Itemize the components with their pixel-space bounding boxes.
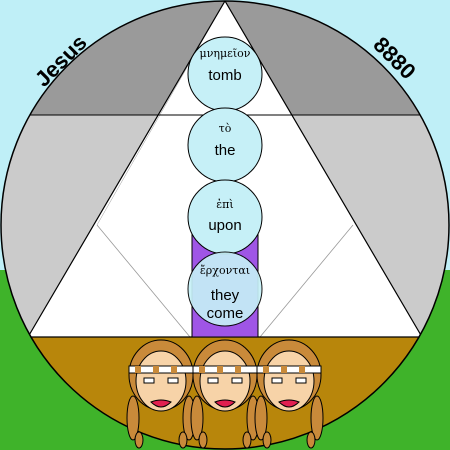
word-circle-3: ἐπὶ upon <box>187 179 263 255</box>
face-3 <box>254 339 324 449</box>
word-circle-2: τὸ the <box>187 107 263 183</box>
english-word-line-2: come <box>207 305 244 322</box>
english-word: upon <box>208 217 241 234</box>
english-word: tomb <box>208 67 241 84</box>
word-circle-1: μνημεῖον tomb <box>187 36 263 112</box>
faces-row <box>126 339 324 449</box>
english-word: the <box>215 142 236 159</box>
face-2 <box>190 339 260 449</box>
english-word-line-1: they <box>211 287 240 304</box>
greek-word: μνημεῖον <box>200 47 251 60</box>
greek-word: τὸ <box>219 122 232 135</box>
face-1 <box>126 339 196 449</box>
greek-word: ἐπὶ <box>216 198 233 211</box>
word-circle-4: ἔρχονται they come <box>187 251 263 327</box>
greek-word: ἔρχονται <box>200 264 250 277</box>
